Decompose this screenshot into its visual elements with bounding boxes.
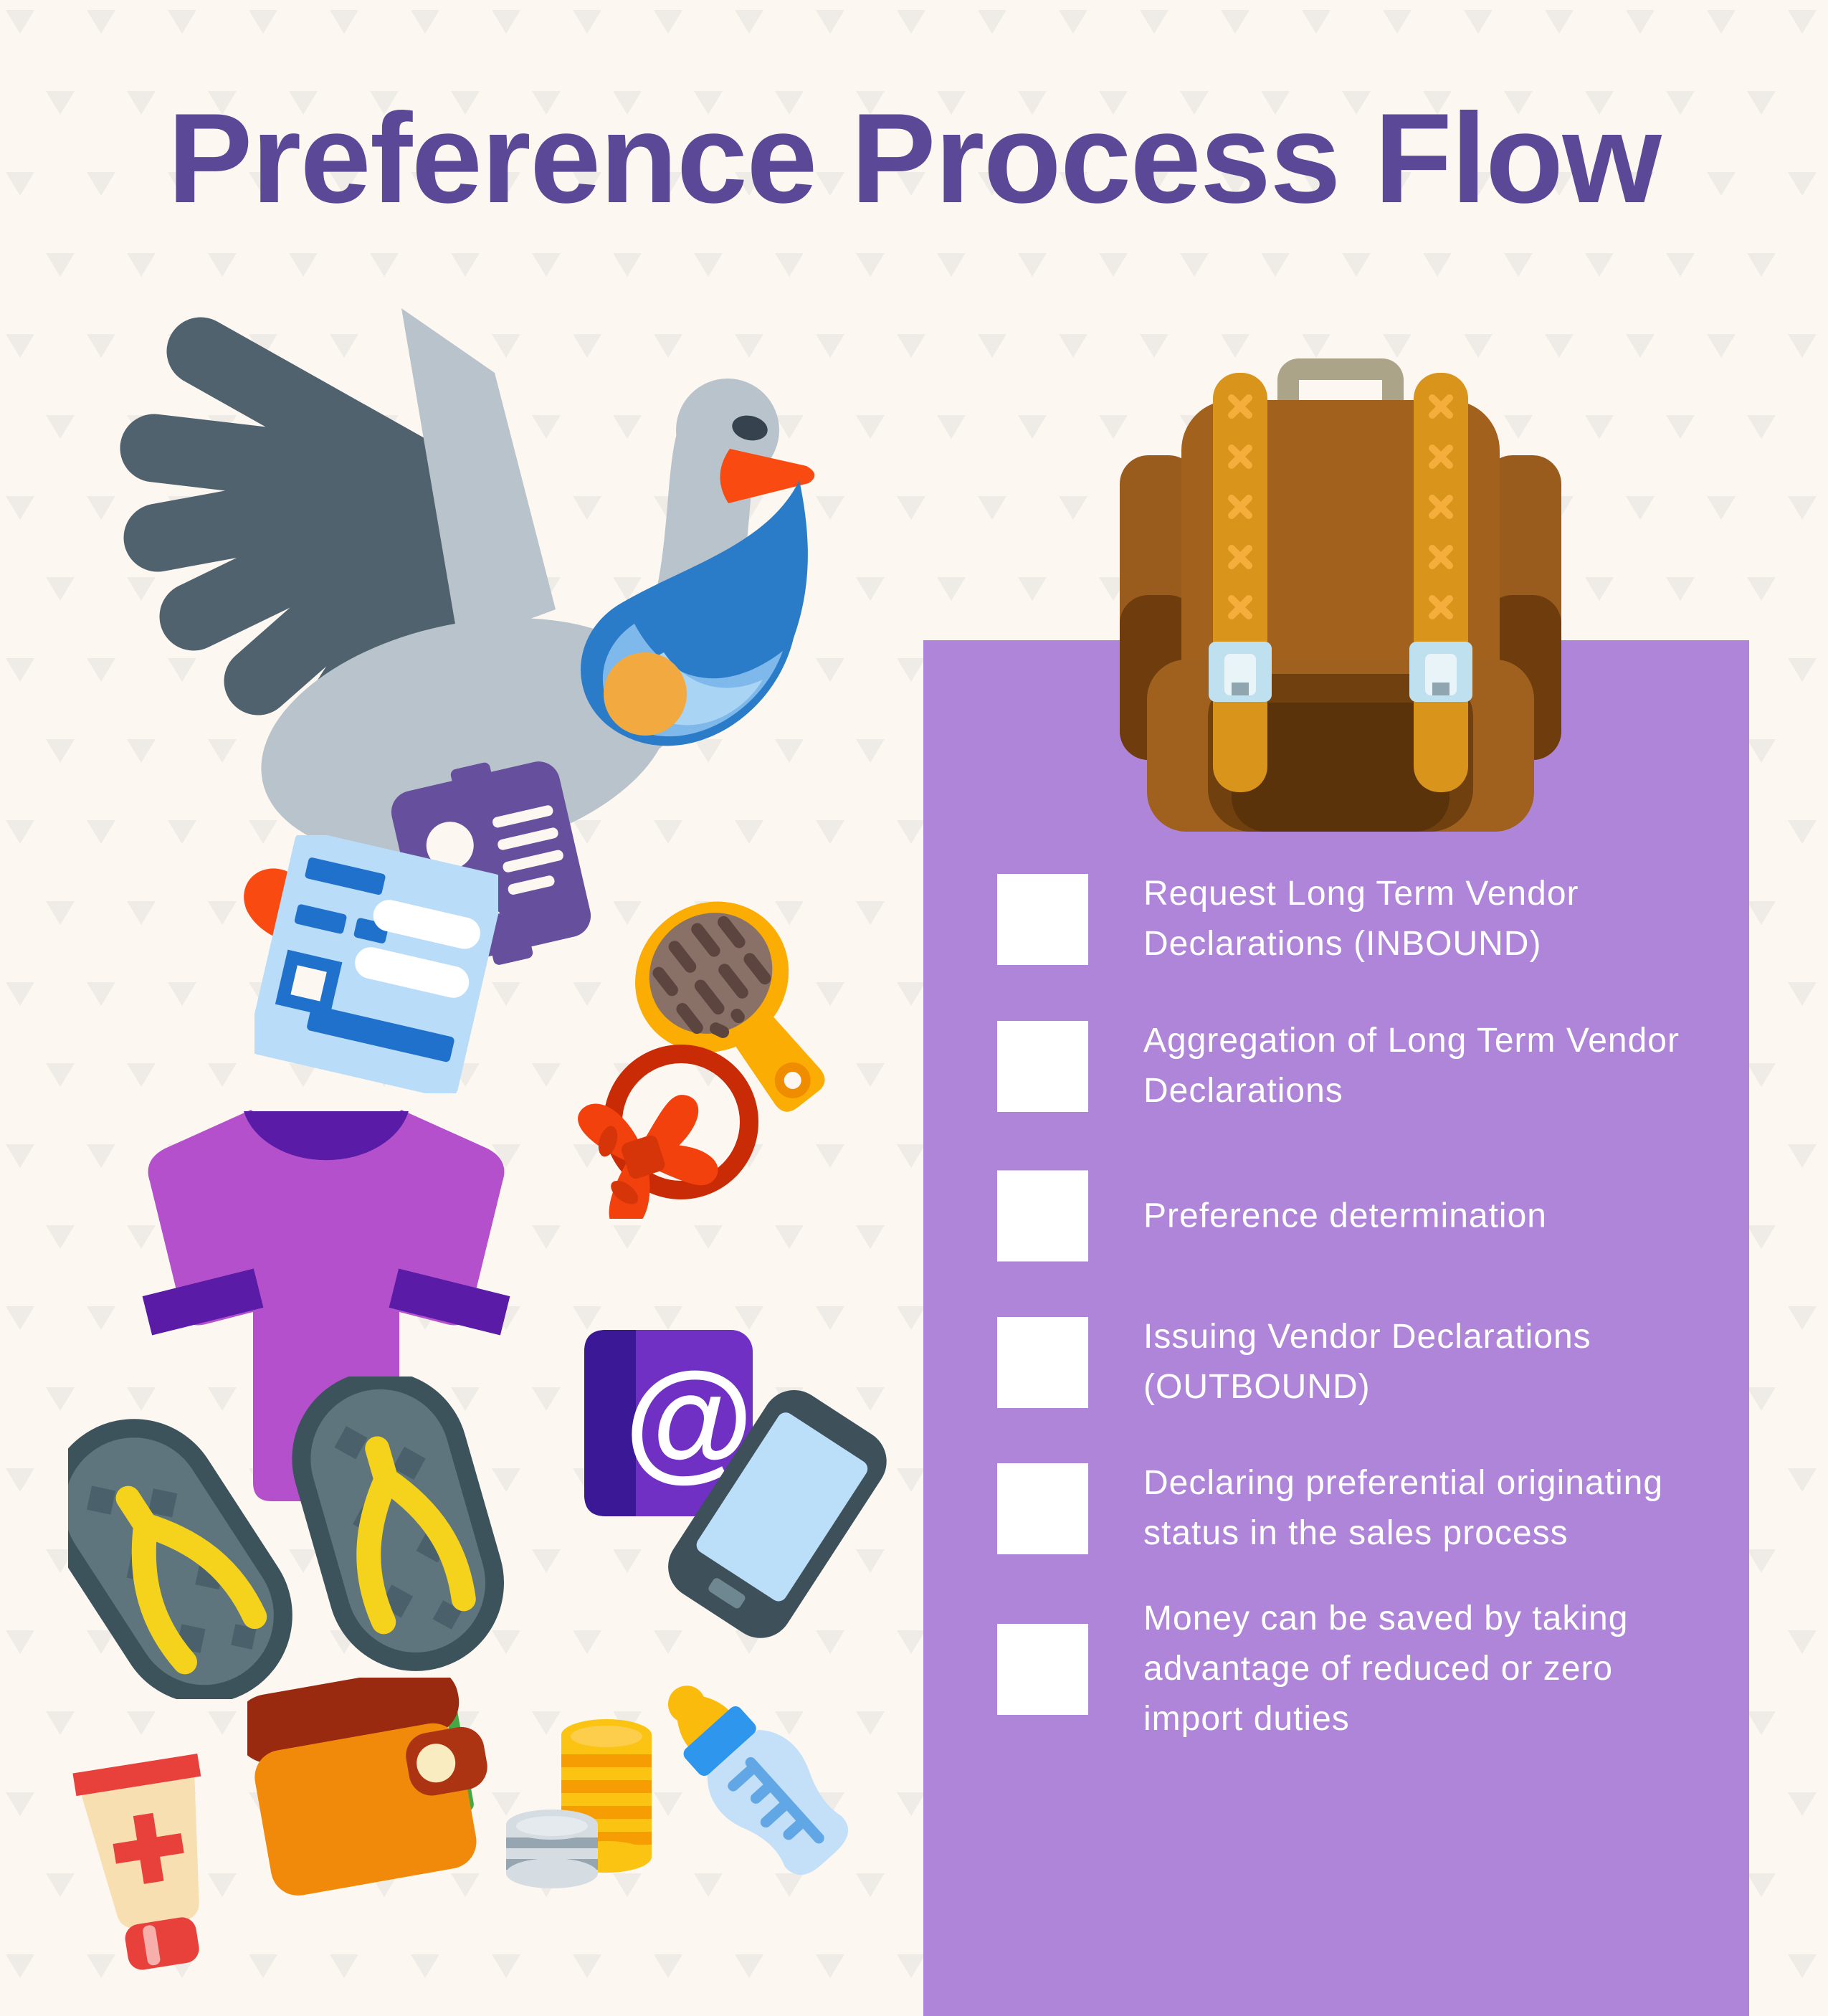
checklist-item-label: Preference determination [1143, 1197, 1547, 1235]
checklist-item-label: Money can be saved by taking advantage o… [1143, 1599, 1629, 1738]
checklist-row: Request Long Term Vendor Declarations (I… [997, 869, 1721, 969]
t-shirt-icon [142, 1110, 510, 1501]
checklist-checkbox[interactable] [997, 1623, 1088, 1715]
checklist-row: Money can be saved by taking advantage o… [997, 1594, 1721, 1744]
checklist-checkbox[interactable] [997, 1463, 1088, 1554]
hair-bow-icon [578, 1045, 758, 1219]
checklist-row: Preference determination [997, 1170, 1721, 1262]
hairbrush-icon [635, 901, 825, 1112]
checklist-row: Declaring preferential originating statu… [997, 1458, 1721, 1559]
checklist-checkbox[interactable] [997, 1170, 1088, 1262]
checklist-item-label: Issuing Vendor Declarations (OUTBOUND) [1143, 1318, 1591, 1406]
smartphone-icon [668, 1390, 887, 1638]
baby-bottle-icon [667, 1685, 849, 1875]
address-book-icon: @ [584, 1330, 753, 1516]
checklist-checkbox[interactable] [997, 1316, 1088, 1408]
checklist-row: Aggregation of Long Term Vendor Declarat… [997, 1016, 1721, 1116]
backpack-icon [1120, 358, 1561, 832]
checklist-row: Issuing Vendor Declarations (OUTBOUND) [997, 1312, 1721, 1412]
info-card-icon [254, 835, 498, 1093]
checklist-item-label: Declaring preferential originating statu… [1143, 1464, 1664, 1552]
coins-icon [506, 1719, 652, 1888]
checklist-checkbox[interactable] [997, 1020, 1088, 1112]
wallet-icon [247, 1678, 487, 1896]
flip-flops-icon [68, 1377, 505, 1699]
page-title: Preference Process Flow [167, 87, 1662, 229]
checklist-checkbox[interactable] [997, 873, 1088, 965]
checklist-item-label: Request Long Term Vendor Declarations (I… [1143, 875, 1579, 963]
checklist-item-label: Aggregation of Long Term Vendor Declarat… [1143, 1022, 1680, 1110]
stork-with-baby-bundle-icon [120, 308, 815, 950]
cream-tube-icon [72, 1754, 201, 1970]
